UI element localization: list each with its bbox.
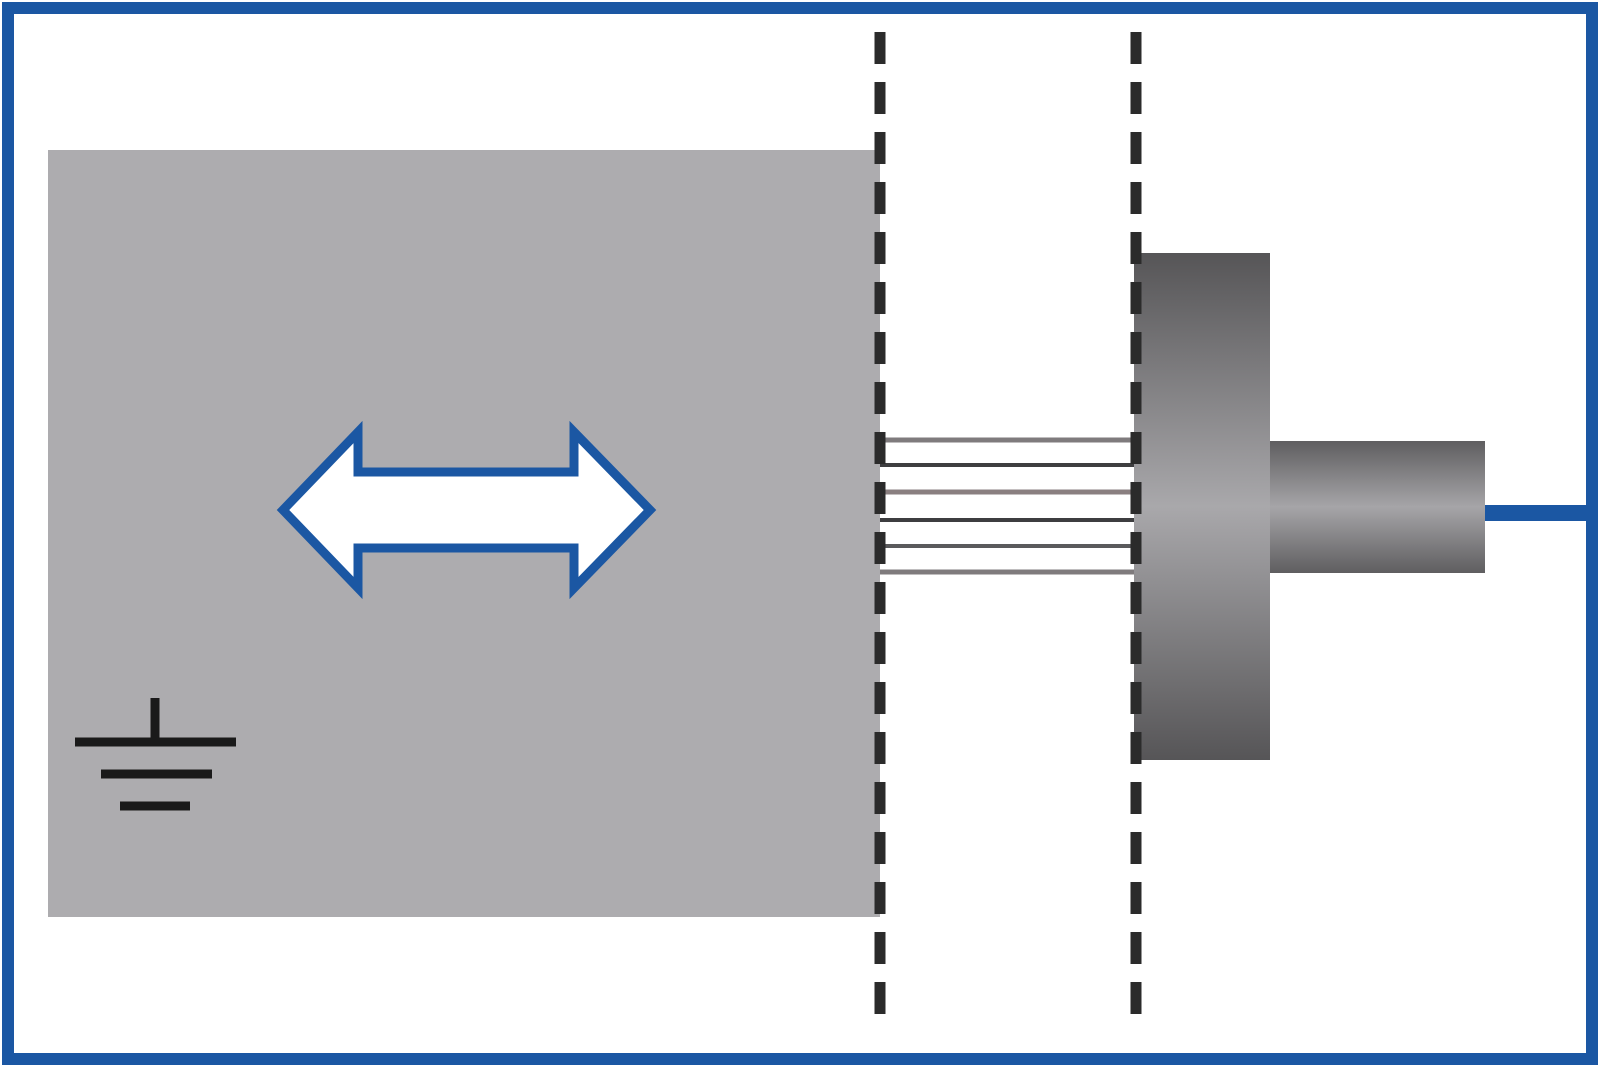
probe-body: [1270, 441, 1485, 573]
gap-lines: [880, 432, 1136, 575]
probe-flange: [1134, 253, 1270, 760]
ground-symbol-icon: [75, 698, 236, 811]
double-headed-arrow-icon: [276, 420, 657, 600]
